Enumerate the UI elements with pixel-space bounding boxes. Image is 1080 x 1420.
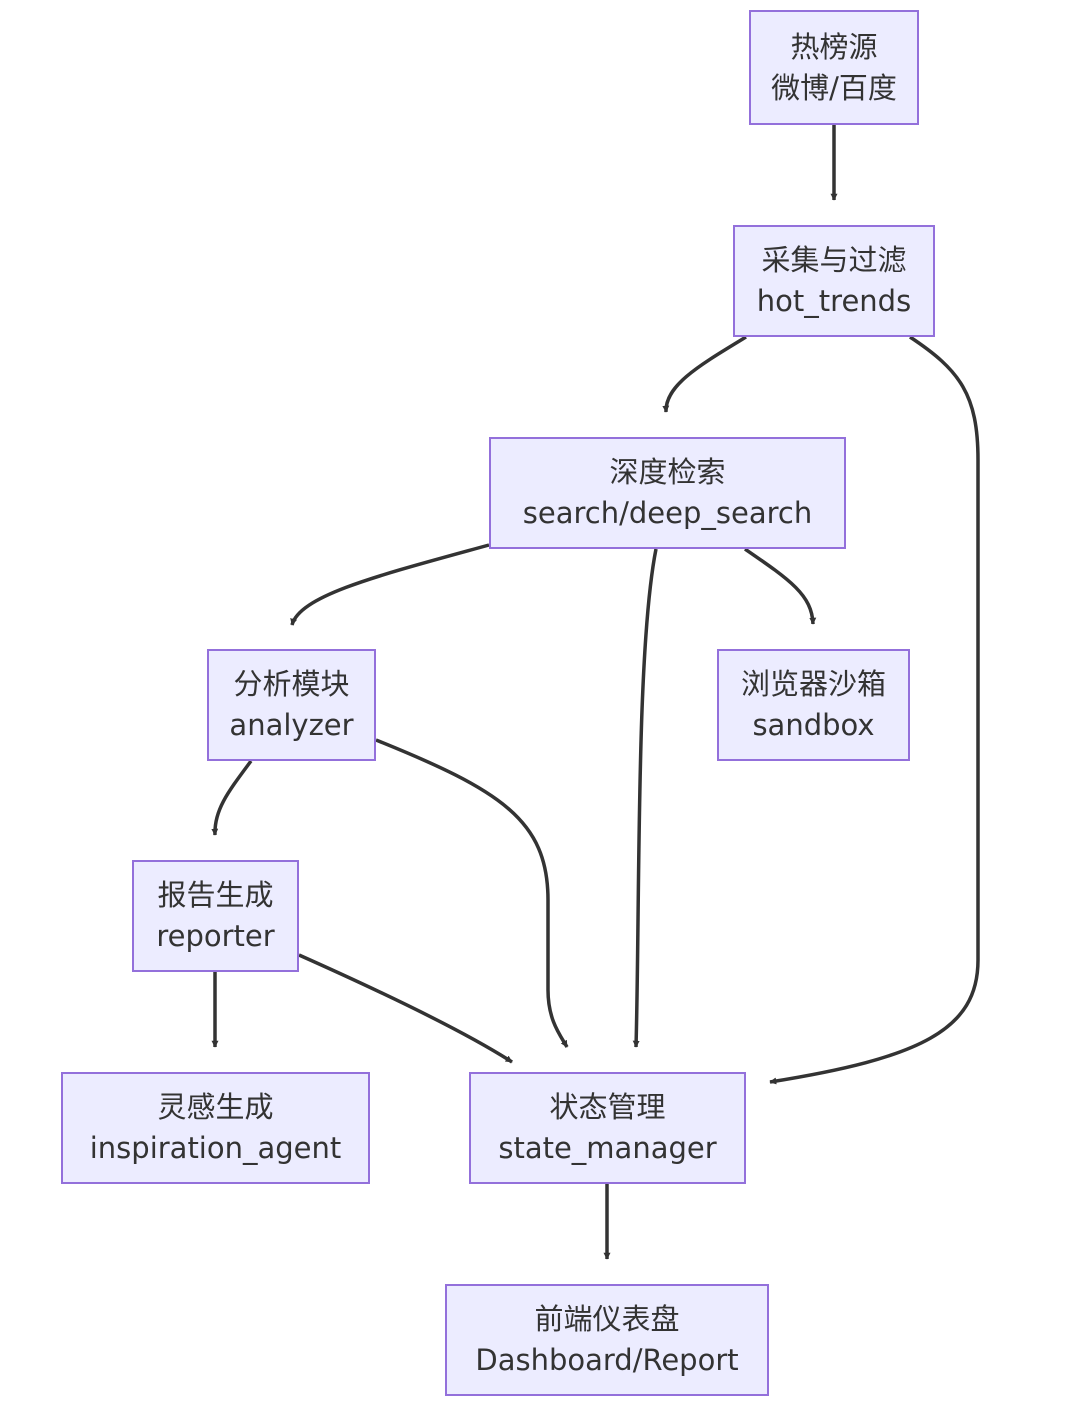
node-inspiration-title: 灵感生成 xyxy=(157,1090,274,1124)
node-frontend-subtitle: Dashboard/Report xyxy=(475,1343,739,1377)
node-collect-title: 采集与过滤 xyxy=(761,243,907,277)
node-sandbox-subtitle: sandbox xyxy=(752,708,875,742)
node-analyzer-subtitle: analyzer xyxy=(229,708,354,742)
node-inspiration-subtitle: inspiration_agent xyxy=(89,1131,342,1165)
node-analyzer: 分析模块 analyzer xyxy=(207,649,376,761)
node-hot-source: 热榜源 微博/百度 xyxy=(749,10,919,125)
node-frontend-dashboard: 前端仪表盘 Dashboard/Report xyxy=(445,1284,769,1396)
node-state-manager-title: 状态管理 xyxy=(549,1090,666,1124)
node-inspiration: 灵感生成 inspiration_agent xyxy=(61,1072,370,1184)
node-collect-filter: 采集与过滤 hot_trends xyxy=(733,225,935,337)
node-sandbox-title: 浏览器沙箱 xyxy=(740,667,886,701)
node-reporter-title: 报告生成 xyxy=(157,878,274,912)
edge-collect-to-deep-search xyxy=(662,335,747,413)
node-reporter-subtitle: reporter xyxy=(156,919,275,953)
edge-deep-search-to-analyzer xyxy=(290,543,490,626)
node-hot-source-subtitle: 微博/百度 xyxy=(771,70,897,105)
node-hot-source-title: 热榜源 xyxy=(790,29,878,64)
node-analyzer-title: 分析模块 xyxy=(233,667,350,701)
node-deep-search: 深度检索 search/deep_search xyxy=(489,437,846,549)
node-state-manager: 状态管理 state_manager xyxy=(469,1072,746,1184)
node-sandbox: 浏览器沙箱 sandbox xyxy=(717,649,910,761)
node-state-manager-subtitle: state_manager xyxy=(498,1131,717,1165)
node-deep-search-subtitle: search/deep_search xyxy=(522,496,813,530)
edge-reporter-to-state-manager xyxy=(298,953,513,1064)
edge-deep-search-to-sandbox xyxy=(744,547,817,625)
edge-collect-to-state-manager xyxy=(769,335,980,1085)
node-reporter: 报告生成 reporter xyxy=(132,860,299,972)
edge-analyzer-to-reporter xyxy=(211,759,253,836)
edge-deep-search-to-state-manager xyxy=(632,548,658,1048)
node-deep-search-title: 深度检索 xyxy=(609,455,726,489)
node-collect-subtitle: hot_trends xyxy=(756,284,912,318)
edge-analyzer-to-state-manager xyxy=(375,738,569,1048)
node-frontend-title: 前端仪表盘 xyxy=(534,1302,680,1336)
